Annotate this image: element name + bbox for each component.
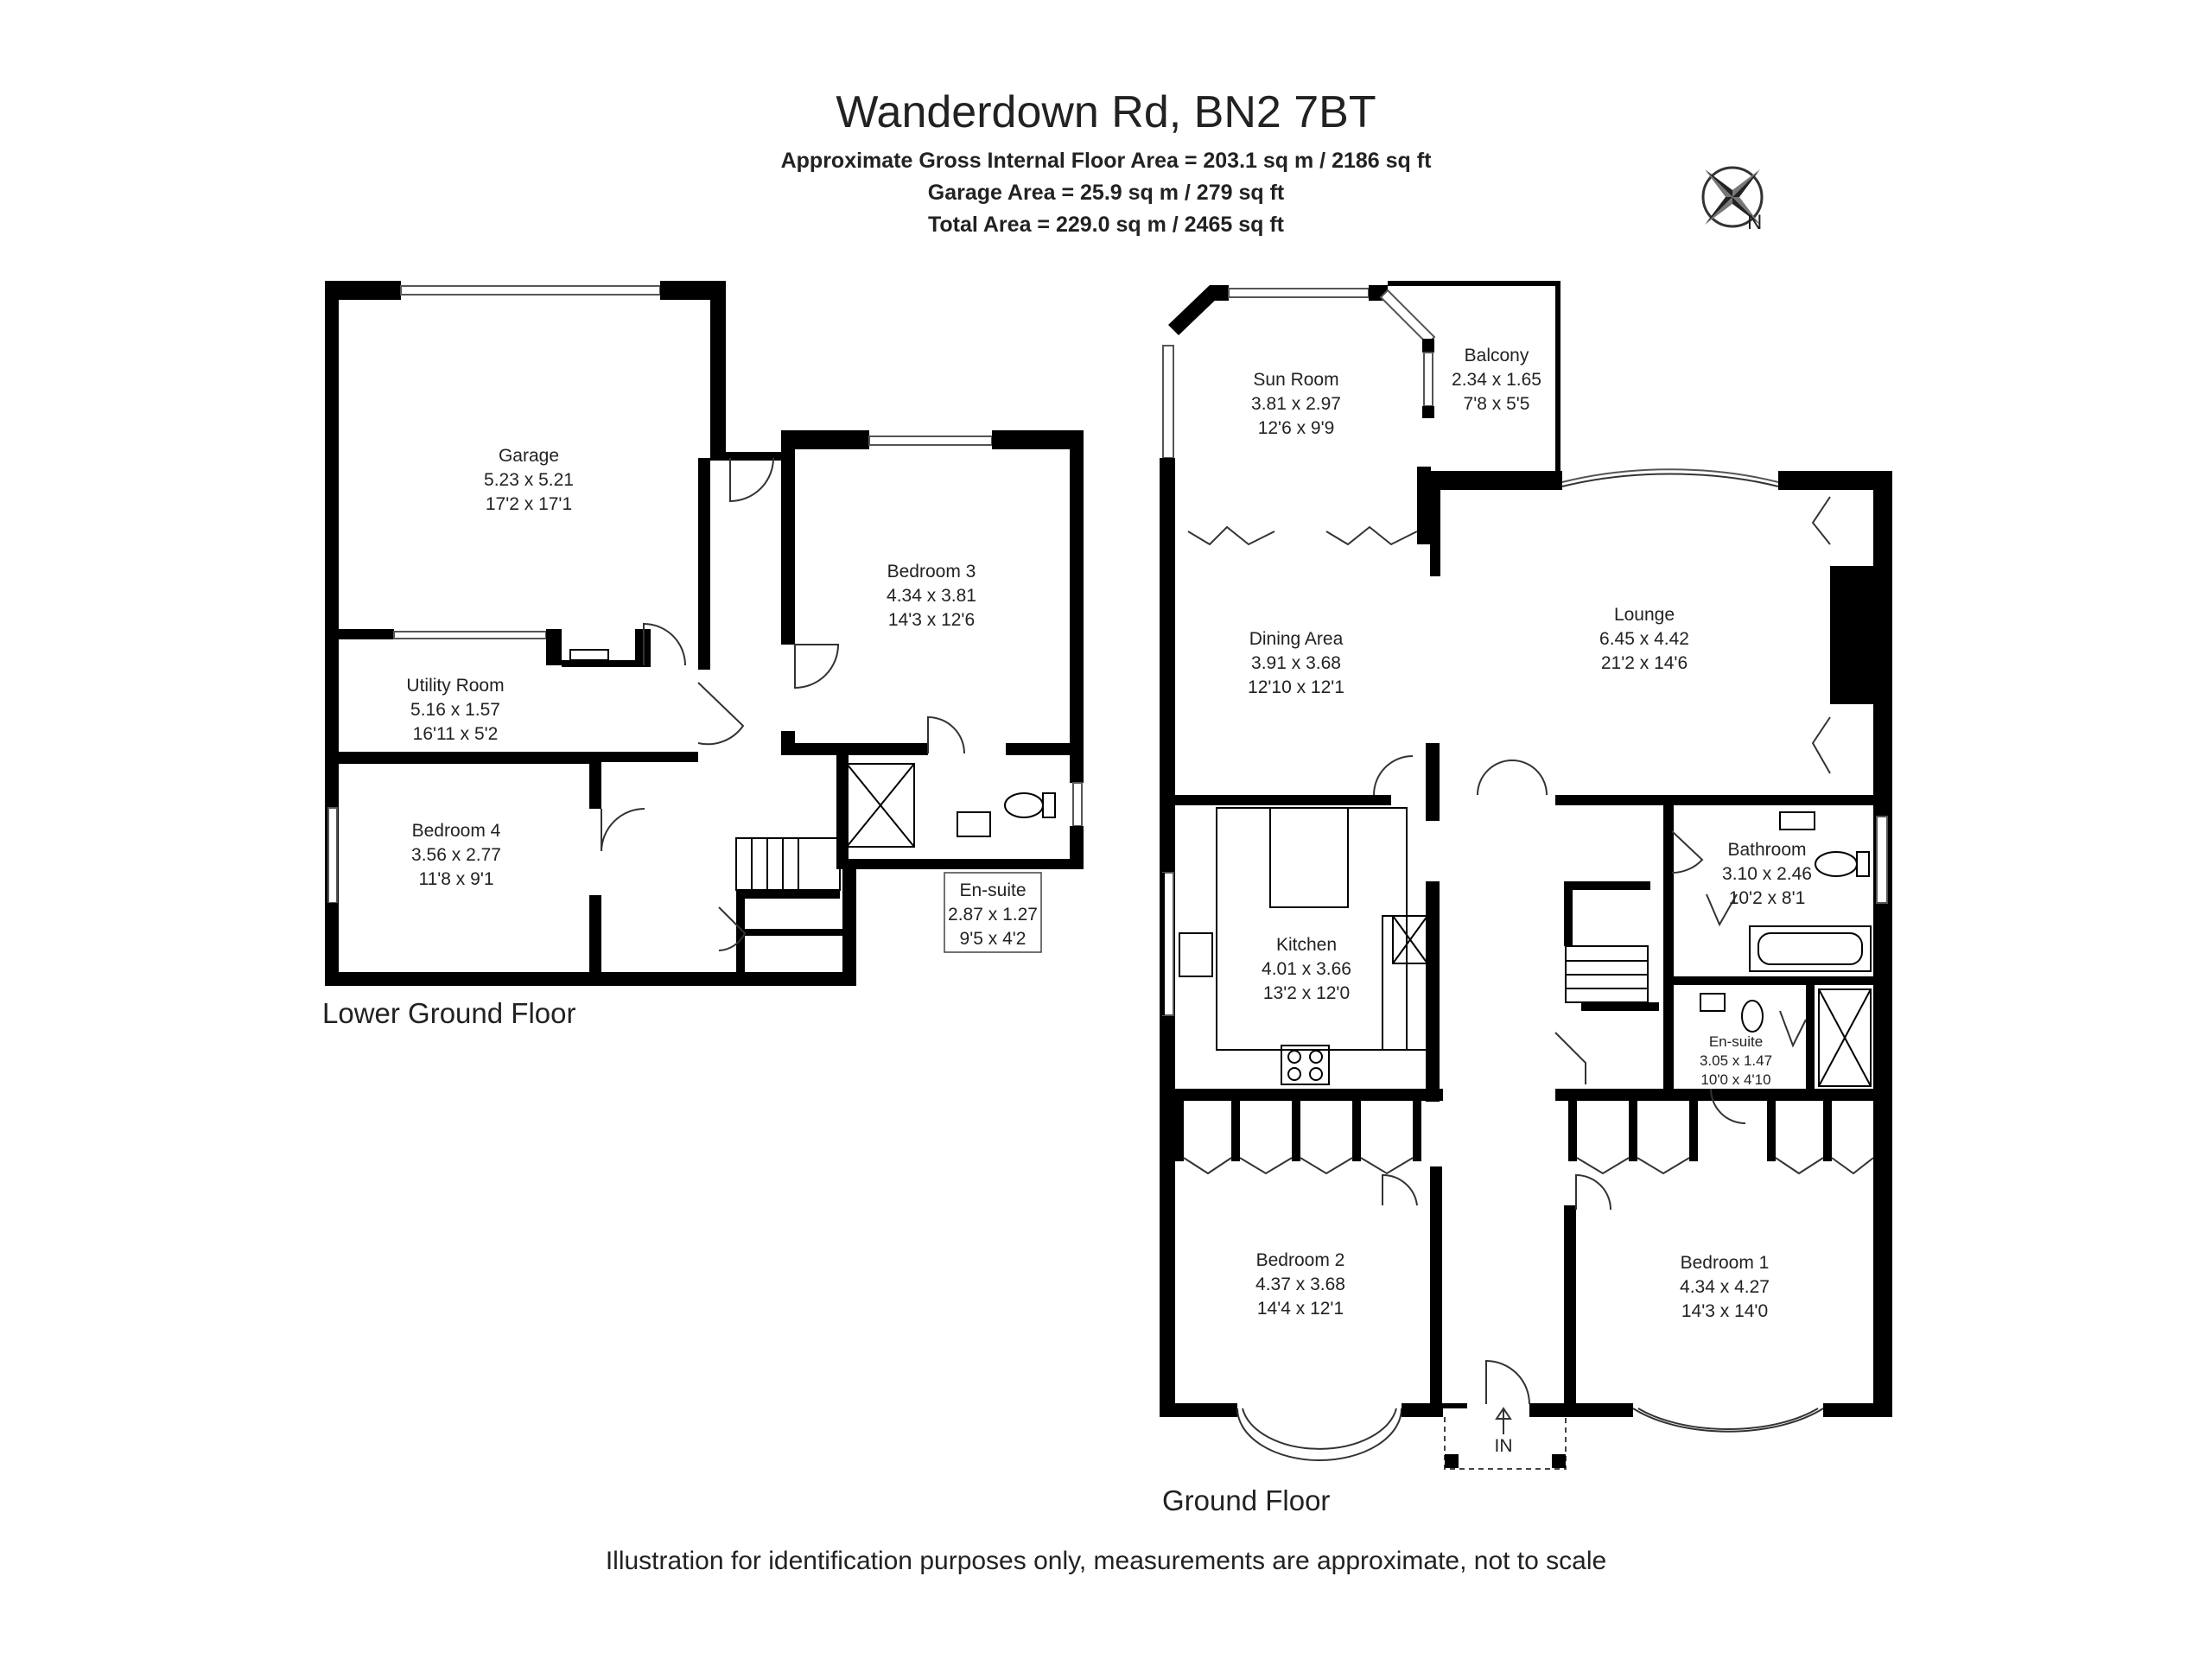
bedroom1-metric: 4.34 x 4.27	[1680, 1277, 1770, 1297]
bedroom2-imperial: 14'4 x 12'1	[1257, 1299, 1344, 1319]
utility-metric: 5.16 x 1.57	[410, 700, 500, 720]
bathroom-metric: 3.10 x 2.46	[1722, 864, 1812, 884]
garage-area-text: Garage Area = 25.9 sq m / 279 sq ft	[927, 181, 1285, 205]
balcony-name: Balcony	[1465, 346, 1529, 365]
balcony-metric: 2.34 x 1.65	[1452, 370, 1541, 390]
disclaimer-text: Illustration for identification purposes…	[605, 1547, 1607, 1575]
entrance-label: IN	[1495, 1436, 1513, 1456]
bedroom1-name: Bedroom 1	[1681, 1253, 1770, 1273]
bedroom3-metric: 4.34 x 3.81	[887, 586, 976, 606]
bedroom3-name: Bedroom 3	[887, 562, 976, 582]
bedroom4-name: Bedroom 4	[412, 821, 501, 841]
lounge-metric: 6.45 x 4.42	[1599, 629, 1689, 649]
ground-floor	[1160, 281, 1892, 1470]
bedroom2-name: Bedroom 2	[1256, 1250, 1345, 1270]
lounge-imperial: 21'2 x 14'6	[1601, 653, 1688, 673]
balcony-imperial: 7'8 x 5'5	[1464, 394, 1530, 414]
dining-imperial: 12'10 x 12'1	[1248, 677, 1344, 697]
dining-metric: 3.91 x 3.68	[1251, 653, 1341, 673]
sunroom-metric: 3.81 x 2.97	[1251, 394, 1341, 414]
garage-name: Garage	[499, 446, 559, 466]
bedroom4-imperial: 11'8 x 9'1	[418, 869, 493, 889]
ground-ensuite-name: En-suite	[1709, 1033, 1763, 1050]
lower-ensuite-name: En-suite	[959, 880, 1026, 900]
kitchen-metric: 4.01 x 3.66	[1262, 959, 1351, 979]
bathroom-imperial: 10'2 x 8'1	[1729, 888, 1806, 908]
garage-metric: 5.23 x 5.21	[484, 470, 574, 490]
lower-ensuite-imperial: 9'5 x 4'2	[960, 929, 1027, 949]
plan-title: Wanderdown Rd, BN2 7BT	[836, 87, 1376, 137]
compass-icon	[1701, 166, 1764, 228]
sunroom-name: Sun Room	[1253, 370, 1338, 390]
dining-name: Dining Area	[1249, 629, 1344, 649]
utility-imperial: 16'11 x 5'2	[413, 724, 499, 744]
gross-area-text: Approximate Gross Internal Floor Area = …	[780, 149, 1432, 173]
bedroom4-metric: 3.56 x 2.77	[411, 845, 501, 865]
lower-floor-label: Lower Ground Floor	[322, 997, 575, 1029]
kitchen-imperial: 13'2 x 12'0	[1263, 983, 1350, 1003]
ground-ensuite-imperial: 10'0 x 4'10	[1700, 1071, 1770, 1088]
north-label: N	[1747, 211, 1762, 234]
bedroom3-imperial: 14'3 x 12'6	[888, 610, 975, 630]
lounge-name: Lounge	[1614, 605, 1675, 625]
kitchen-name: Kitchen	[1276, 935, 1337, 955]
ground-floor-label: Ground Floor	[1162, 1484, 1330, 1516]
ground-ensuite-metric: 3.05 x 1.47	[1700, 1052, 1772, 1069]
bathroom-name: Bathroom	[1727, 840, 1806, 860]
bedroom2-metric: 4.37 x 3.68	[1255, 1274, 1345, 1294]
lower-ground-floor	[325, 281, 1084, 986]
garage-imperial: 17'2 x 17'1	[486, 494, 572, 514]
bedroom1-imperial: 14'3 x 14'0	[1681, 1301, 1768, 1321]
sunroom-imperial: 12'6 x 9'9	[1258, 418, 1335, 438]
utility-name: Utility Room	[406, 676, 504, 696]
lower-ensuite-metric: 2.87 x 1.27	[948, 905, 1038, 925]
total-area-text: Total Area = 229.0 sq m / 2465 sq ft	[928, 213, 1284, 237]
